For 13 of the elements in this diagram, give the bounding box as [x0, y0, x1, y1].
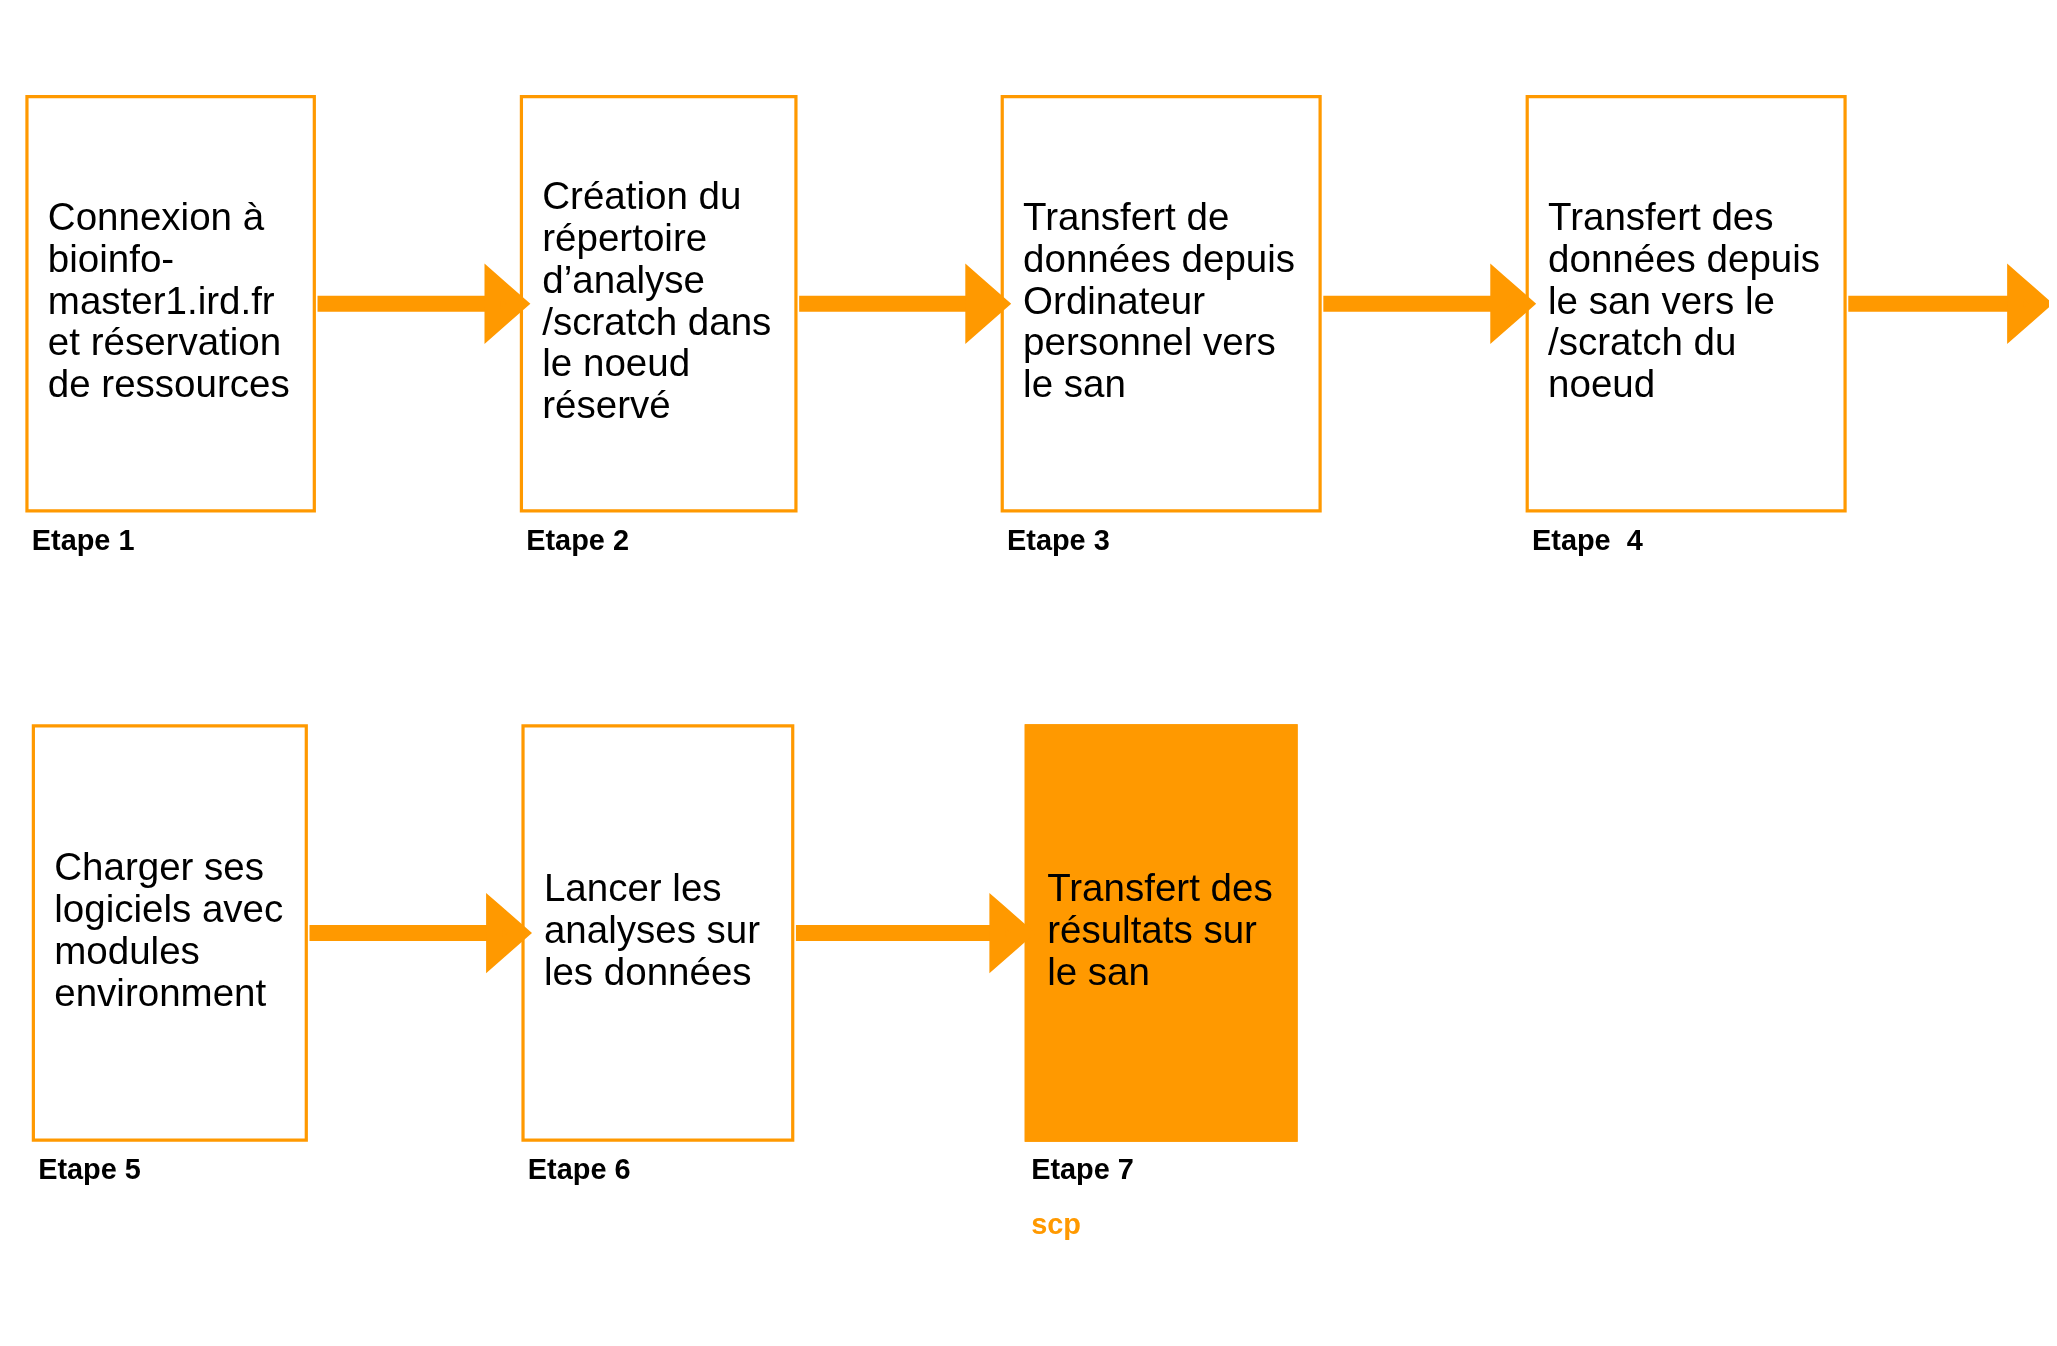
node-label: Etape 7	[1031, 1153, 1134, 1186]
arrow	[1323, 263, 1537, 344]
arrow	[1848, 263, 2049, 344]
node-label: Etape 6	[527, 1153, 631, 1186]
node-label: Etape 3	[1007, 524, 1110, 557]
node-label: Etape 4	[1532, 524, 1643, 557]
arrow	[309, 892, 532, 974]
node-label: scp	[1031, 1207, 1081, 1240]
arrow	[317, 263, 531, 344]
arrow	[799, 263, 1012, 344]
node-label: Etape 2	[526, 524, 629, 557]
node-label: Etape 1	[31, 524, 135, 557]
node-label: Etape 5	[38, 1153, 141, 1186]
